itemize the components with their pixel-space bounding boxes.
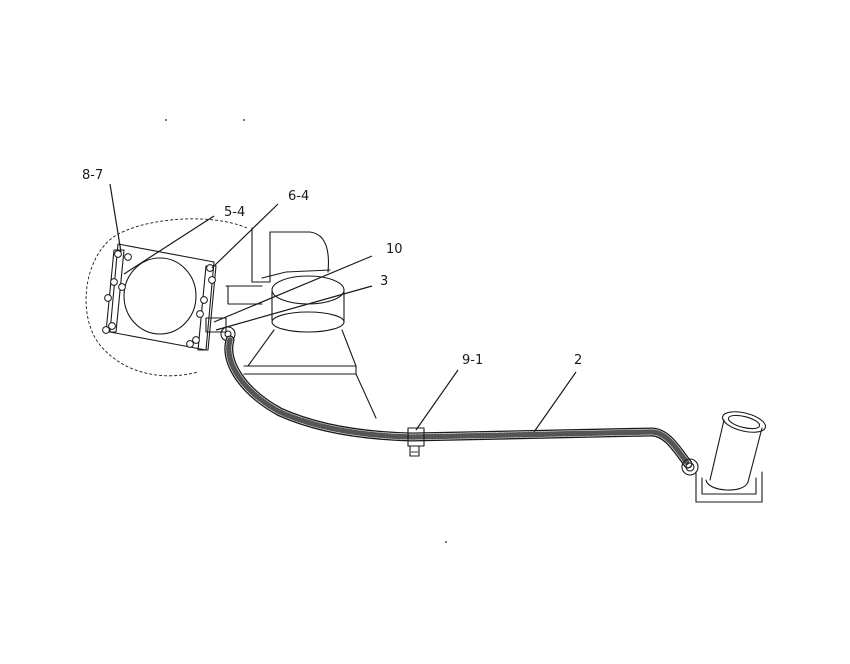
bolt [118,283,126,291]
bolt [108,322,116,330]
callout-3: 3 [380,274,388,289]
bolt [110,278,118,286]
bolt [200,296,208,304]
callout-6-4: 6-4 [288,189,309,204]
turbo-housing [85,218,248,377]
drain-tube [224,335,693,469]
callout-8-7: 8-7 [82,168,103,183]
leader-5-4 [123,215,215,275]
bolt [206,264,214,272]
tube-clip [407,427,425,457]
callout-10: 10 [386,242,403,257]
bolt [208,276,216,284]
bolt [114,250,122,258]
bolt [192,336,200,344]
leader-3 [215,285,373,331]
callout-5-4: 5-4 [224,205,245,220]
callout-labels: 8-7 5-4 6-4 10 3 9-1 2 [82,168,582,368]
flange-bolts [102,250,216,348]
leader-9-1 [415,369,459,431]
bolt [196,310,204,318]
callout-9-1: 9-1 [462,353,483,368]
leader-8-7 [109,183,122,253]
bolt [186,340,194,348]
leader-6-4 [211,203,279,269]
leader-10 [213,255,373,323]
tube-end-fitting [681,458,699,476]
scan-specks [165,119,447,543]
exhaust-elbow [225,227,377,419]
bolt [124,253,132,261]
callout-2: 2 [574,353,582,368]
bolt [104,294,112,302]
leader-2 [533,371,577,433]
leader-lines [109,183,577,433]
bolt [102,326,110,334]
flange-plate [105,243,217,351]
receiver-adapter [695,411,767,503]
